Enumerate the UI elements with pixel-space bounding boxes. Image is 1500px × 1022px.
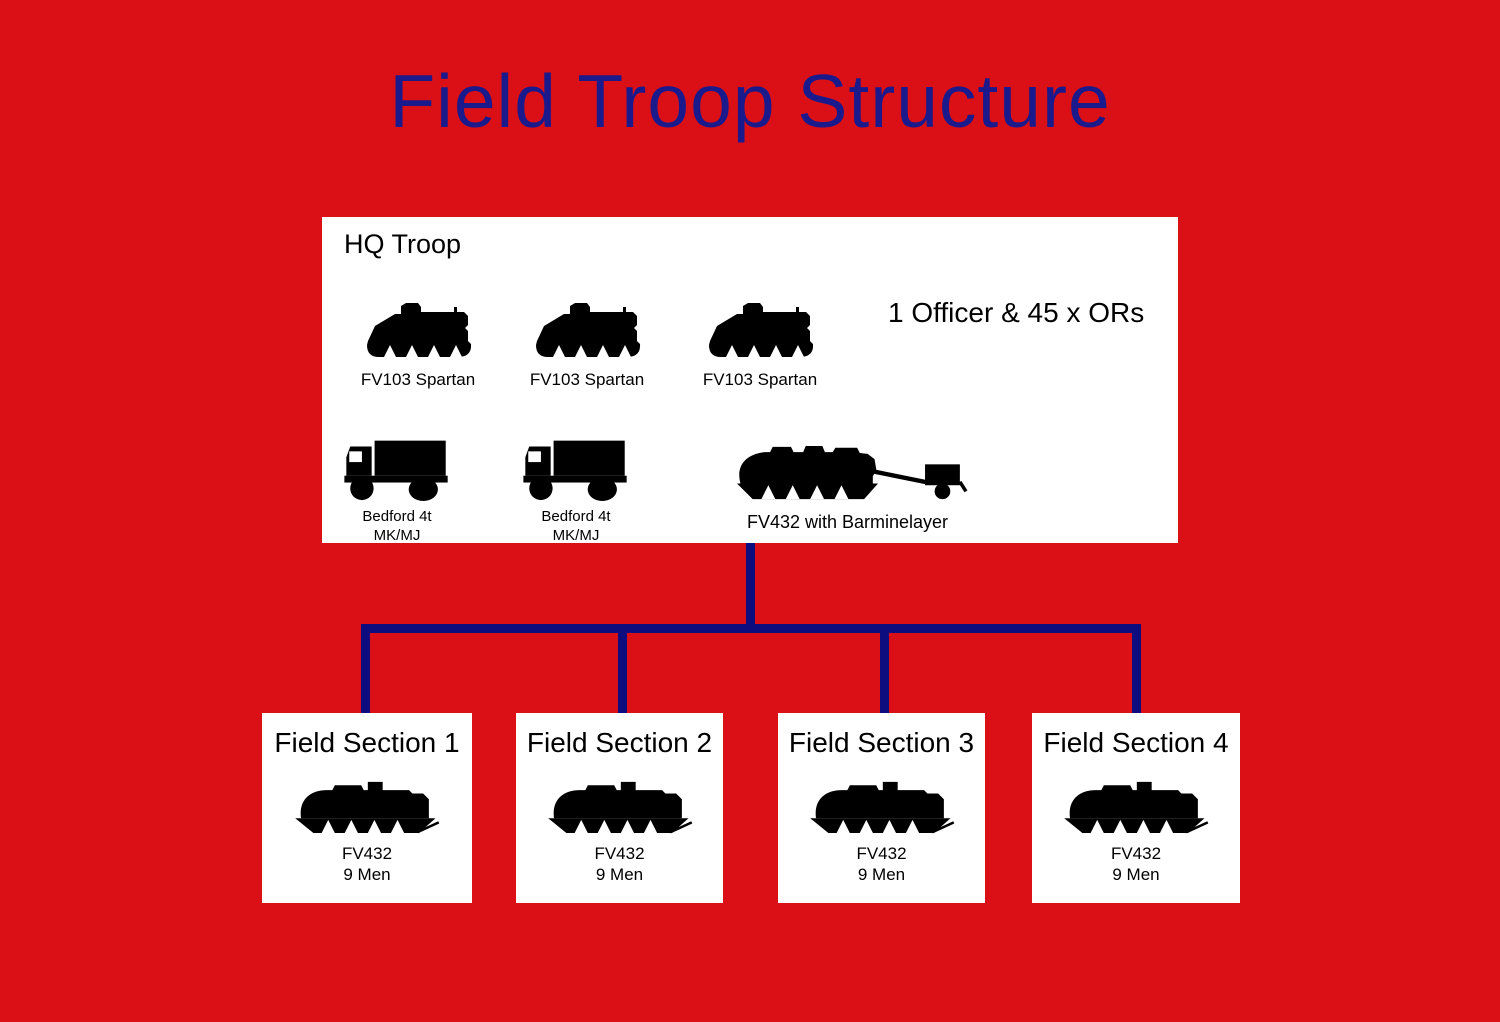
vehicle-label: FV103 Spartan: [360, 370, 476, 389]
bedford-label-line1: Bedford 4t: [541, 508, 611, 525]
field-section-box-4: Field Section 4 FV432 9 Men: [1032, 713, 1240, 903]
section-vehicle-strength: FV432 9 Men: [516, 843, 723, 885]
fv432-barminelayer-icon: [728, 433, 968, 507]
fv432-icon: [1057, 772, 1215, 838]
field-section-box-3: Field Section 3 FV432 9 Men: [778, 713, 985, 903]
hq-troop-label: HQ Troop: [344, 229, 462, 259]
spartan-cell-2: FV103 Spartan: [512, 295, 662, 390]
field-section-title: Field Section 2: [526, 727, 713, 758]
men-label: 9 Men: [343, 865, 391, 884]
connector-drop-3: [880, 624, 889, 714]
barminelayer-label: FV432 with Barminelayer: [746, 512, 949, 532]
fv103-spartan-icon: [697, 295, 823, 367]
fv432-icon: [288, 772, 446, 838]
bedford-label-line1: Bedford 4t: [362, 508, 432, 525]
fv103-spartan-icon: [355, 295, 481, 367]
bedford-truck-icon: [338, 427, 456, 503]
section-vehicle-strength: FV432 9 Men: [1032, 843, 1240, 885]
fv432-label: FV432: [1110, 844, 1162, 863]
connector-stem: [746, 543, 755, 633]
connector-horizontal-bar: [361, 624, 1141, 633]
vehicle-label: Bedford 4t MK/MJ: [322, 507, 472, 545]
field-section-box-2: Field Section 2 FV432 9 Men: [516, 713, 723, 903]
vehicle-label: FV103 Spartan: [702, 370, 818, 389]
page-title: Field Troop Structure: [389, 59, 1111, 143]
fv432-icon: [541, 772, 699, 838]
bedford-truck-icon: [517, 427, 635, 503]
bedford-label-line2: MK/MJ: [373, 527, 421, 544]
spartan-cell-3: FV103 Spartan: [685, 295, 835, 390]
field-section-box-1: Field Section 1 FV432 9 Men: [262, 713, 472, 903]
vehicle-label: Bedford 4t MK/MJ: [501, 507, 651, 545]
personnel-count-label: 1 Officer & 45 x ORs: [888, 297, 1145, 328]
field-section-title: Field Section 4: [1043, 727, 1229, 758]
fv432-label: FV432: [341, 844, 393, 863]
section-vehicle-strength: FV432 9 Men: [778, 843, 985, 885]
field-section-title: Field Section 3: [788, 727, 975, 758]
connector-drop-2: [618, 624, 627, 714]
men-label: 9 Men: [595, 865, 644, 884]
field-section-title: Field Section 1: [274, 727, 460, 758]
connector-drop-1: [361, 624, 370, 714]
barminelayer-cell: FV432 with Barminelayer: [720, 433, 975, 533]
fv432-label: FV432: [594, 844, 645, 863]
fv103-spartan-icon: [524, 295, 650, 367]
fv432-icon: [803, 772, 961, 838]
connector-drop-4: [1132, 624, 1141, 714]
men-label: 9 Men: [857, 865, 906, 884]
bedford-label-line2: MK/MJ: [552, 527, 600, 544]
men-label: 9 Men: [1112, 865, 1160, 884]
bedford-cell-2: Bedford 4t MK/MJ: [501, 427, 651, 545]
vehicle-label: FV103 Spartan: [529, 370, 645, 389]
section-vehicle-strength: FV432 9 Men: [262, 843, 472, 885]
hq-troop-box: HQ Troop 1 Officer & 45 x ORs FV103 Spar…: [322, 217, 1178, 545]
bedford-cell-1: Bedford 4t MK/MJ: [322, 427, 472, 545]
fv432-label: FV432: [856, 844, 907, 863]
spartan-cell-1: FV103 Spartan: [343, 295, 493, 390]
